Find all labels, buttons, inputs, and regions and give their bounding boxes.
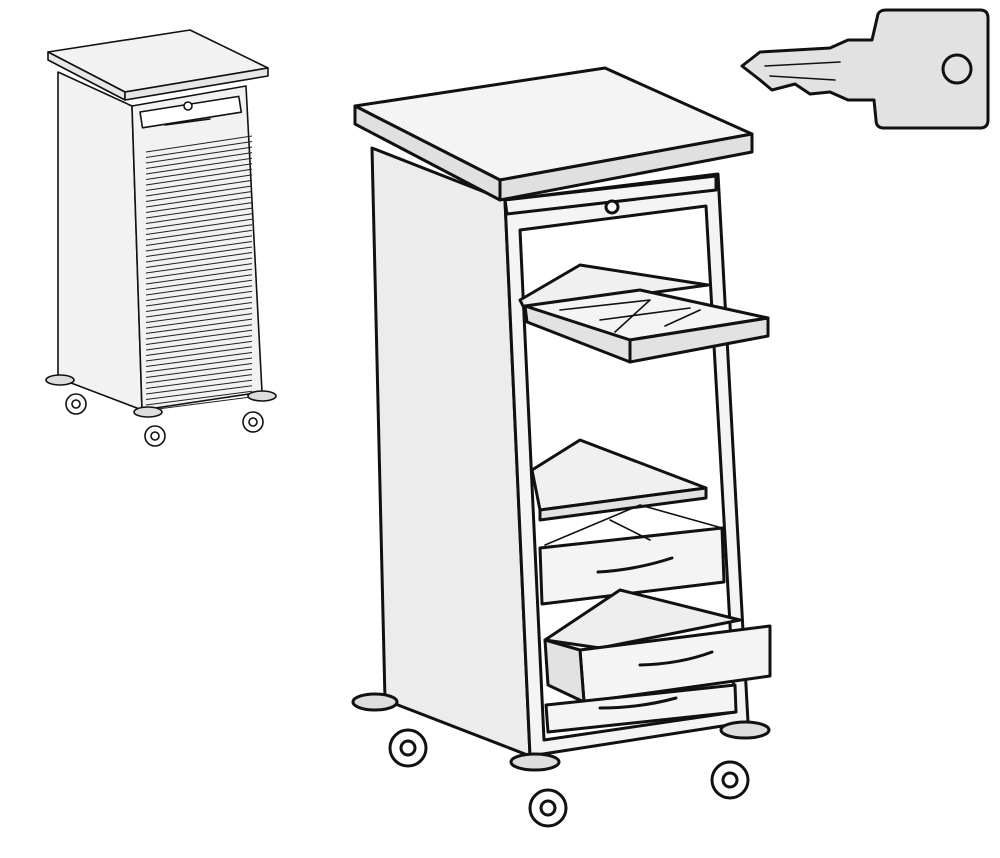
shutter-slat [145,185,253,202]
shutter-slat [145,213,253,230]
shutter-slat [145,263,253,279]
shutter-slat [145,268,253,285]
shutter-slat [145,146,253,164]
shutter-slat [145,313,253,329]
shutter-slat [145,329,253,345]
shutter-slat [145,252,253,268]
shutter-slat [145,335,253,351]
shutter-slat [145,218,253,235]
shutter-slat [145,357,253,373]
shutter-slat [145,229,253,246]
open-cabinet [351,66,772,828]
shutter-slat [145,274,253,290]
shutter-slat [145,279,253,296]
shutter-slat [145,390,253,406]
roller-shutter [145,135,253,411]
shutter-slat [145,296,253,312]
shutter-slat [145,141,253,158]
shutter-slat [145,240,253,257]
shutter-slat [145,179,253,197]
shutter-slat [145,307,253,323]
shutter-slat [145,379,253,395]
shutter-slat [145,163,253,180]
key-icon [740,8,990,130]
shutter-slat [145,191,253,208]
shutter-slat [145,174,253,191]
shutter-slat [145,290,253,307]
shutter-slat [145,318,253,334]
shutter-slat [145,351,253,367]
shutter-slat [145,135,253,153]
shutter-slat [145,396,253,411]
shutter-slat [145,168,253,186]
shutter-slat [145,363,253,378]
shutter-slat [145,196,253,213]
shutter-slat [145,246,253,263]
shutter-slat [145,374,253,389]
shutter-slat [145,302,253,318]
closed-cabinet [45,29,277,447]
shutter-slat [145,285,253,301]
shutter-slat [145,152,253,169]
shutter-slat [145,324,253,340]
shutter-slat [145,257,253,274]
shutter-slat [145,207,253,224]
shutter-slat [145,346,253,362]
shutter-slat [145,368,253,384]
shutter-slat [145,224,253,241]
shutter-slat [145,235,253,252]
shutter-slat [145,340,253,356]
shutter-slat [145,157,253,175]
shutter-slat [145,385,253,400]
shutter-slat [145,202,253,219]
